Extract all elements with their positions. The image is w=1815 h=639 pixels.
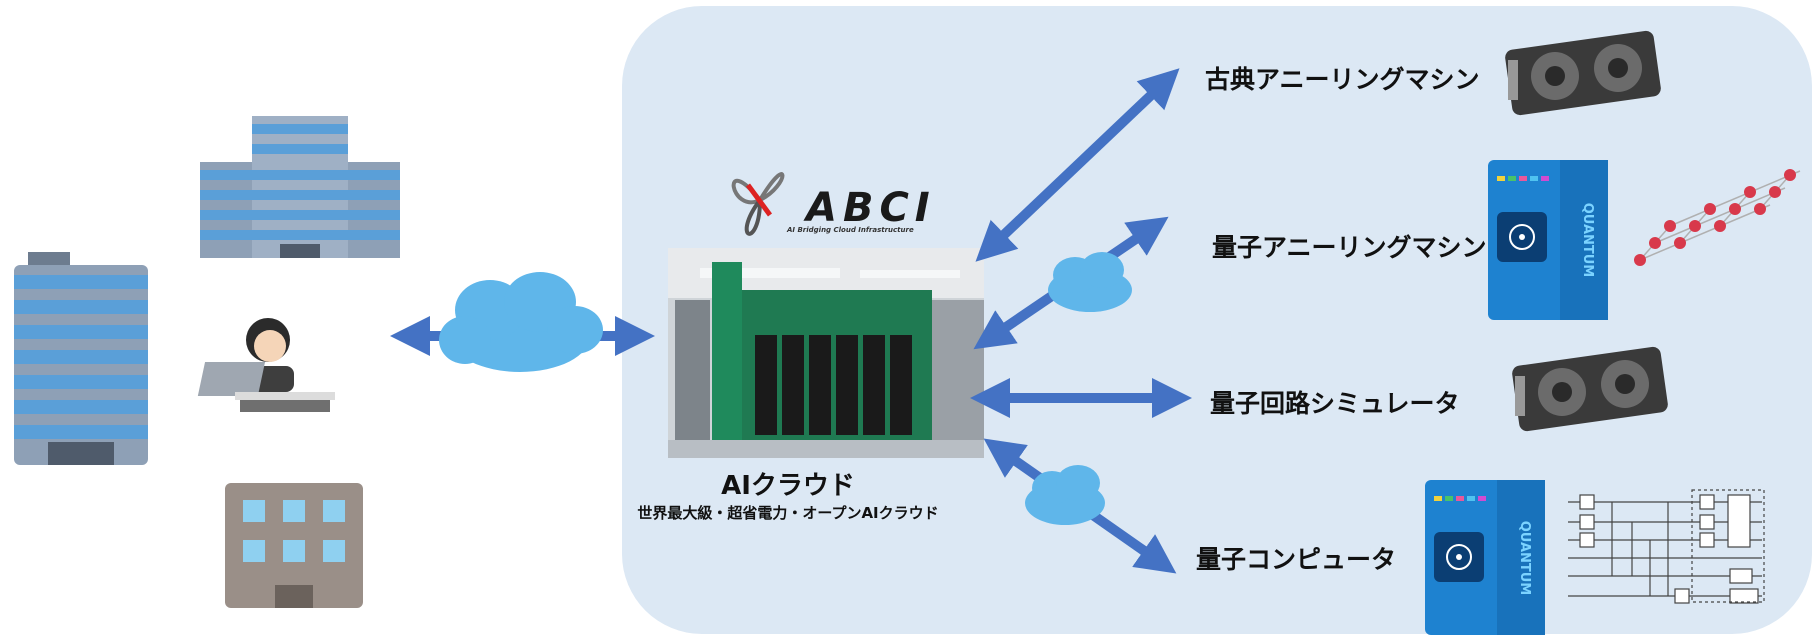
abci-logo-subtitle: AI Bridging Cloud Infrastructure bbox=[787, 226, 914, 234]
abci-logo-icon bbox=[731, 172, 785, 236]
quantum-box-label: QUANTUM bbox=[1517, 521, 1532, 596]
target-label-classical-annealer: 古典アニーリングマシン bbox=[1205, 65, 1480, 94]
datacenter-photo bbox=[668, 248, 984, 458]
target-label-quantum-computer: 量子コンピュータ bbox=[1196, 545, 1397, 574]
operator-person-icon bbox=[197, 318, 335, 412]
office-building-icon bbox=[200, 116, 400, 258]
quantum-circuit-icon bbox=[1568, 489, 1765, 604]
quantum-server-icon: QUANTUM bbox=[1425, 480, 1545, 635]
abci-logo-text: ABCI bbox=[806, 185, 936, 231]
cloud-icon bbox=[439, 272, 603, 372]
ai-cloud-subtitle: 世界最大級・超省電力・オープンAIクラウド bbox=[637, 504, 939, 522]
cloud-icon bbox=[1025, 465, 1105, 525]
quantum-server-icon: QUANTUM bbox=[1488, 160, 1608, 320]
gpu-card-icon bbox=[1505, 30, 1661, 116]
quantum-box-label: QUANTUM bbox=[1580, 203, 1595, 278]
small-building-icon bbox=[225, 483, 363, 608]
gpu-card-icon bbox=[1512, 346, 1668, 432]
link-arrow-classical-annealer bbox=[975, 68, 1180, 262]
ising-lattice-icon bbox=[1639, 170, 1801, 261]
ai-cloud-title: AIクラウド bbox=[721, 471, 855, 501]
cloud-icon bbox=[1048, 252, 1132, 312]
target-label-circuit-simulator: 量子回路シミュレータ bbox=[1210, 389, 1460, 418]
spin-node-icons bbox=[1634, 169, 1796, 266]
target-label-quantum-annealer: 量子アニーリングマシン bbox=[1212, 233, 1487, 262]
tall-building-icon bbox=[14, 252, 148, 465]
